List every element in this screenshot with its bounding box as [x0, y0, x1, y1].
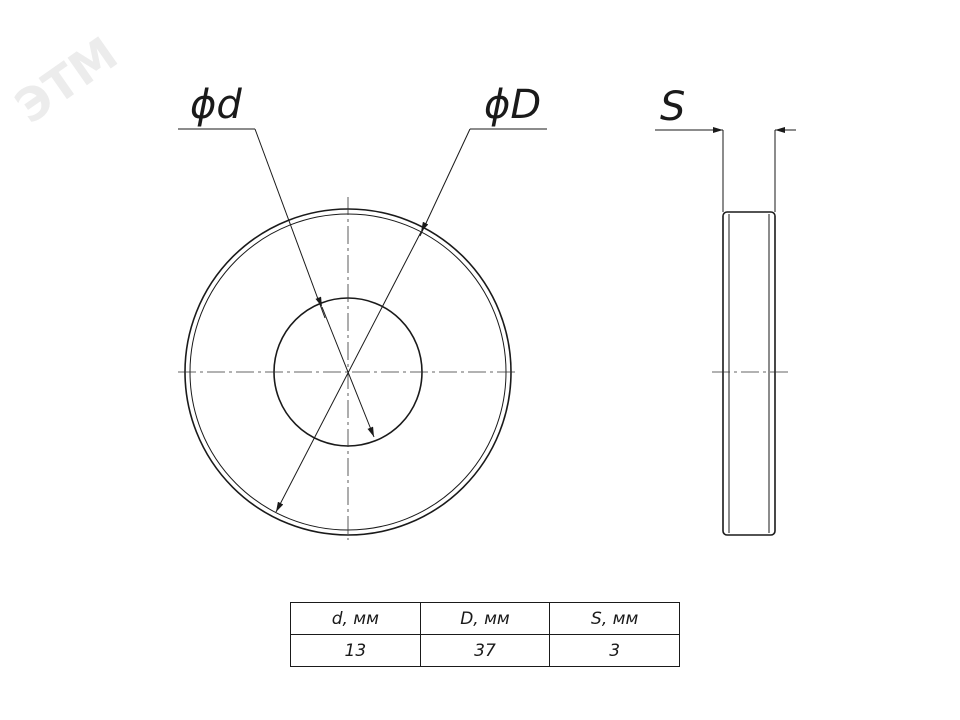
- side-view: [712, 211, 790, 536]
- D-dimension-line: [275, 221, 429, 513]
- header-d: d, мм: [290, 602, 421, 635]
- outer-diameter-label: ϕD: [484, 82, 541, 128]
- D-leader-line: [419, 128, 471, 237]
- watermark-logo: ЭТМ: [5, 26, 127, 134]
- table-header-row: d, мм D, мм S, мм: [290, 602, 680, 635]
- dimensions-table: d, мм D, мм S, мм 13 37 3: [290, 602, 680, 667]
- thickness-label: S: [660, 84, 685, 130]
- d-leader-line: [254, 128, 326, 319]
- value-D: 37: [419, 634, 551, 667]
- inner-diameter-dimension: ϕd: [178, 82, 375, 438]
- value-d: 13: [290, 634, 421, 667]
- front-view: [178, 197, 518, 540]
- header-S: S, мм: [549, 602, 680, 635]
- inner-diameter-label: ϕd: [190, 82, 242, 128]
- value-S: 3: [549, 634, 680, 667]
- outer-diameter-dimension: ϕD: [275, 82, 547, 513]
- side-view-outline: [722, 211, 776, 536]
- thickness-dimension: S: [655, 84, 796, 212]
- header-D: D, мм: [419, 602, 551, 635]
- table-row: 13 37 3: [290, 634, 680, 667]
